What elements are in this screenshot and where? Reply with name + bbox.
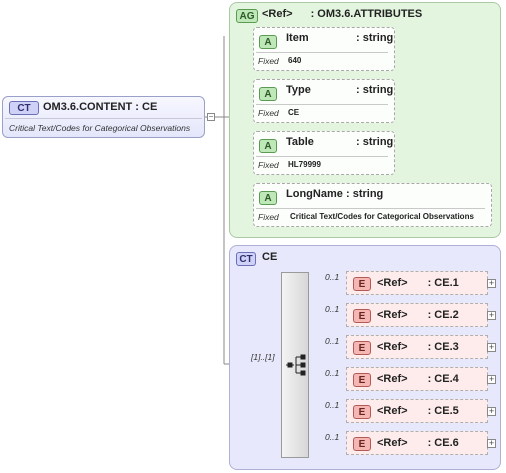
element-cardinality: 0..1 [325,272,340,282]
element-label: <Ref> : CE.1 [377,277,459,289]
element-ce-2[interactable]: E <Ref> : CE.2 [346,303,488,327]
divider [5,118,202,119]
element-cardinality: 0..1 [325,304,340,314]
divider [256,52,388,53]
element-ce-4[interactable]: E <Ref> : CE.4 [346,367,488,391]
element-ref: <Ref> [377,309,408,321]
element-name: : CE.6 [427,437,459,449]
fixed-label: Fixed [258,212,279,222]
element-name: : CE.5 [427,405,459,417]
element-ref: <Ref> [377,341,408,353]
attribute-name: Table [286,136,314,148]
expand-button[interactable]: + [487,406,496,416]
element-ce-6[interactable]: E <Ref> : CE.6 [346,431,488,455]
attribute-badge: A [259,35,277,49]
element-name: : CE.1 [427,277,459,289]
fixed-label: Fixed [258,160,279,170]
element-badge: E [353,277,371,291]
attribute-type: : string [356,136,394,148]
divider [256,208,485,209]
element-badge: E [353,309,371,323]
ct-badge: CT [236,252,256,266]
fixed-label: Fixed [258,108,279,118]
attribute-type: : string [356,32,394,44]
attribute-group-header: <Ref> : OM3.6.ATTRIBUTES [262,8,422,20]
divider [256,156,388,157]
fixed-value: Critical Text/Codes for Categorical Obse… [290,212,474,221]
complex-type-documentation: Critical Text/Codes for Categorical Obse… [9,123,191,133]
complex-type-ce-title: CE [262,251,278,263]
element-badge: E [353,373,371,387]
expand-button[interactable]: + [487,342,496,352]
element-badge: E [353,405,371,419]
element-cardinality: 0..1 [325,368,340,378]
element-ce-3[interactable]: E <Ref> : CE.3 [346,335,488,359]
attribute-type: : string [346,188,384,200]
element-name: : CE.3 [427,341,459,353]
attribute-group-name: : OM3.6.ATTRIBUTES [310,8,423,20]
attribute-name: Item [286,32,309,44]
expand-button[interactable]: + [487,438,496,448]
element-ce-1[interactable]: E <Ref> : CE.1 [346,271,488,295]
element-ref: <Ref> [377,405,408,417]
element-badge: E [353,437,371,451]
attribute-item[interactable]: A Item : string Fixed 640 [253,27,395,71]
attribute-badge: A [259,139,277,153]
attribute-badge: A [259,87,277,101]
element-name: : CE.4 [427,373,459,385]
complex-type-title: OM3.6.CONTENT : CE [43,101,158,113]
fixed-value: HL79999 [288,160,321,169]
ag-badge: AG [236,9,258,23]
attribute-type-field[interactable]: A Type : string Fixed CE [253,79,395,123]
element-badge: E [353,341,371,355]
attribute-longname[interactable]: A LongName : string Fixed Critical Text/… [253,183,492,227]
complex-type-om3-6-content[interactable]: CT OM3.6.CONTENT : CE Critical Text/Code… [2,96,205,138]
attribute-name: Type [286,84,311,96]
fixed-label: Fixed [258,56,279,66]
fixed-value: 640 [288,56,302,65]
sequence-icon [286,354,306,376]
attribute-table[interactable]: A Table : string Fixed HL79999 [253,131,395,175]
element-ref: <Ref> [377,277,408,289]
fixed-value: CE [288,108,300,117]
element-name: : CE.2 [427,309,459,321]
element-cardinality: 0..1 [325,400,340,410]
attribute-name: LongName [286,188,343,200]
element-ref: <Ref> [377,437,408,449]
ref-label: <Ref> [262,8,293,20]
element-cardinality: 0..1 [325,336,340,346]
attribute-badge: A [259,191,277,205]
expand-button[interactable]: + [487,374,496,384]
element-label: <Ref> : CE.2 [377,309,459,321]
expand-button[interactable]: + [487,278,496,288]
collapse-toggle[interactable]: − [207,112,215,121]
sequence-cardinality: [1]..[1] [251,352,275,362]
complex-type-icon: CT [9,101,39,115]
element-ref: <Ref> [377,373,408,385]
element-ce-5[interactable]: E <Ref> : CE.5 [346,399,488,423]
element-label: <Ref> : CE.6 [377,437,459,449]
element-label: <Ref> : CE.5 [377,405,459,417]
divider [256,104,388,105]
element-label: <Ref> : CE.3 [377,341,459,353]
element-label: <Ref> : CE.4 [377,373,459,385]
expand-button[interactable]: + [487,310,496,320]
attribute-type: : string [356,84,394,96]
attribute-group-om3-6-attributes[interactable]: AG <Ref> : OM3.6.ATTRIBUTES A Item : stri… [229,2,501,238]
ct-badge: CT [9,101,39,115]
sequence-compositor[interactable] [281,272,309,458]
element-cardinality: 0..1 [325,432,340,442]
